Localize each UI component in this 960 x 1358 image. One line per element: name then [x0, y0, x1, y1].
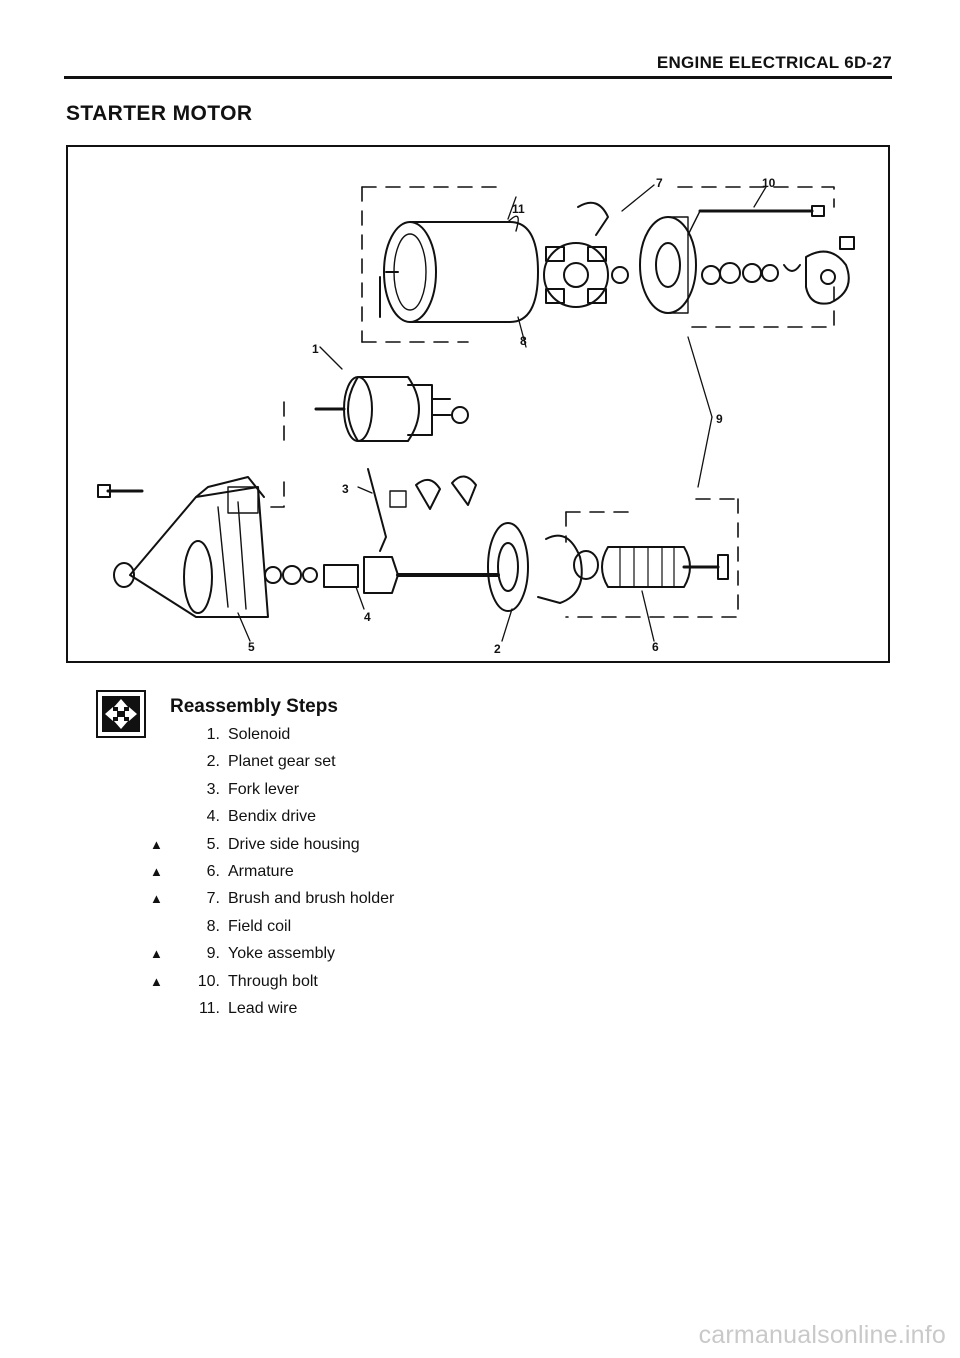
step-name: Lead wire	[228, 999, 298, 1017]
step-number: 4.	[206, 808, 220, 826]
step-name: Through bolt	[228, 972, 318, 990]
step-name: Planet gear set	[228, 753, 336, 771]
step-number: 10.	[197, 972, 220, 990]
starter-motor-exploded-diagram: 1 2 3 4 5 6 7 8 9 10 11	[97, 176, 855, 656]
step-name: Yoke assembly	[228, 945, 336, 963]
callout-6: 6	[652, 640, 659, 654]
header-rule	[64, 76, 892, 79]
page-header-title: ENGINE ELECTRICAL 6D-27	[656, 53, 892, 72]
step-number: 1.	[206, 726, 220, 743]
callout-5: 5	[248, 640, 255, 654]
step-number: 6.	[206, 862, 220, 880]
leader-lines	[237, 184, 767, 642]
callout-8: 8	[520, 334, 527, 348]
section-title: STARTER MOTOR	[66, 102, 253, 125]
step-name: Armature	[228, 862, 294, 880]
through-bolt-drawing	[687, 205, 825, 236]
exploded-view-figure: 1 2 3 4 5 6 7 8 9 10 11	[66, 145, 890, 663]
callout-11: 11	[512, 202, 525, 216]
callout-1: 1	[312, 342, 319, 356]
step-number: 7.	[206, 890, 220, 908]
drive-side-housing-drawing	[97, 476, 269, 618]
important-marker: ▲	[150, 891, 163, 907]
important-marker: ▲	[150, 863, 163, 879]
reassembly-steps-heading: Reassembly Steps	[170, 696, 338, 717]
step-name: Solenoid	[228, 726, 291, 743]
callout-7: 7	[656, 176, 663, 190]
drive-train-drawing	[264, 468, 500, 594]
step-name: Drive side housing	[228, 835, 360, 853]
step-number: 5.	[206, 835, 220, 853]
step-name: Fork lever	[228, 780, 300, 798]
armature-drawing	[487, 522, 729, 612]
step-number: 3.	[206, 780, 220, 798]
callout-9: 9	[716, 412, 723, 426]
step-name: Bendix drive	[228, 808, 317, 826]
important-marker: ▲	[150, 836, 163, 852]
reassembly-icon	[96, 690, 146, 738]
callout-4: 4	[364, 610, 371, 624]
important-marker: ▲	[150, 946, 163, 962]
important-marker: ▲	[150, 973, 163, 989]
step-number: 2.	[206, 753, 220, 771]
callout-2: 2	[494, 642, 501, 656]
callout-10: 10	[762, 176, 776, 190]
watermark: carmanualsonline.info	[698, 1321, 946, 1349]
callout-3: 3	[342, 482, 349, 496]
commutator-end-frame-drawing	[611, 216, 855, 314]
solenoid-drawing	[314, 376, 469, 442]
step-number: 8.	[206, 917, 220, 935]
step-name: Field coil	[228, 917, 292, 935]
step-number: 11.	[198, 999, 220, 1017]
step-name: Brush and brush holder	[228, 890, 395, 908]
step-number: 9.	[206, 945, 220, 963]
brush-holder-drawing	[543, 201, 609, 308]
yoke-assembly-drawing	[379, 215, 539, 323]
